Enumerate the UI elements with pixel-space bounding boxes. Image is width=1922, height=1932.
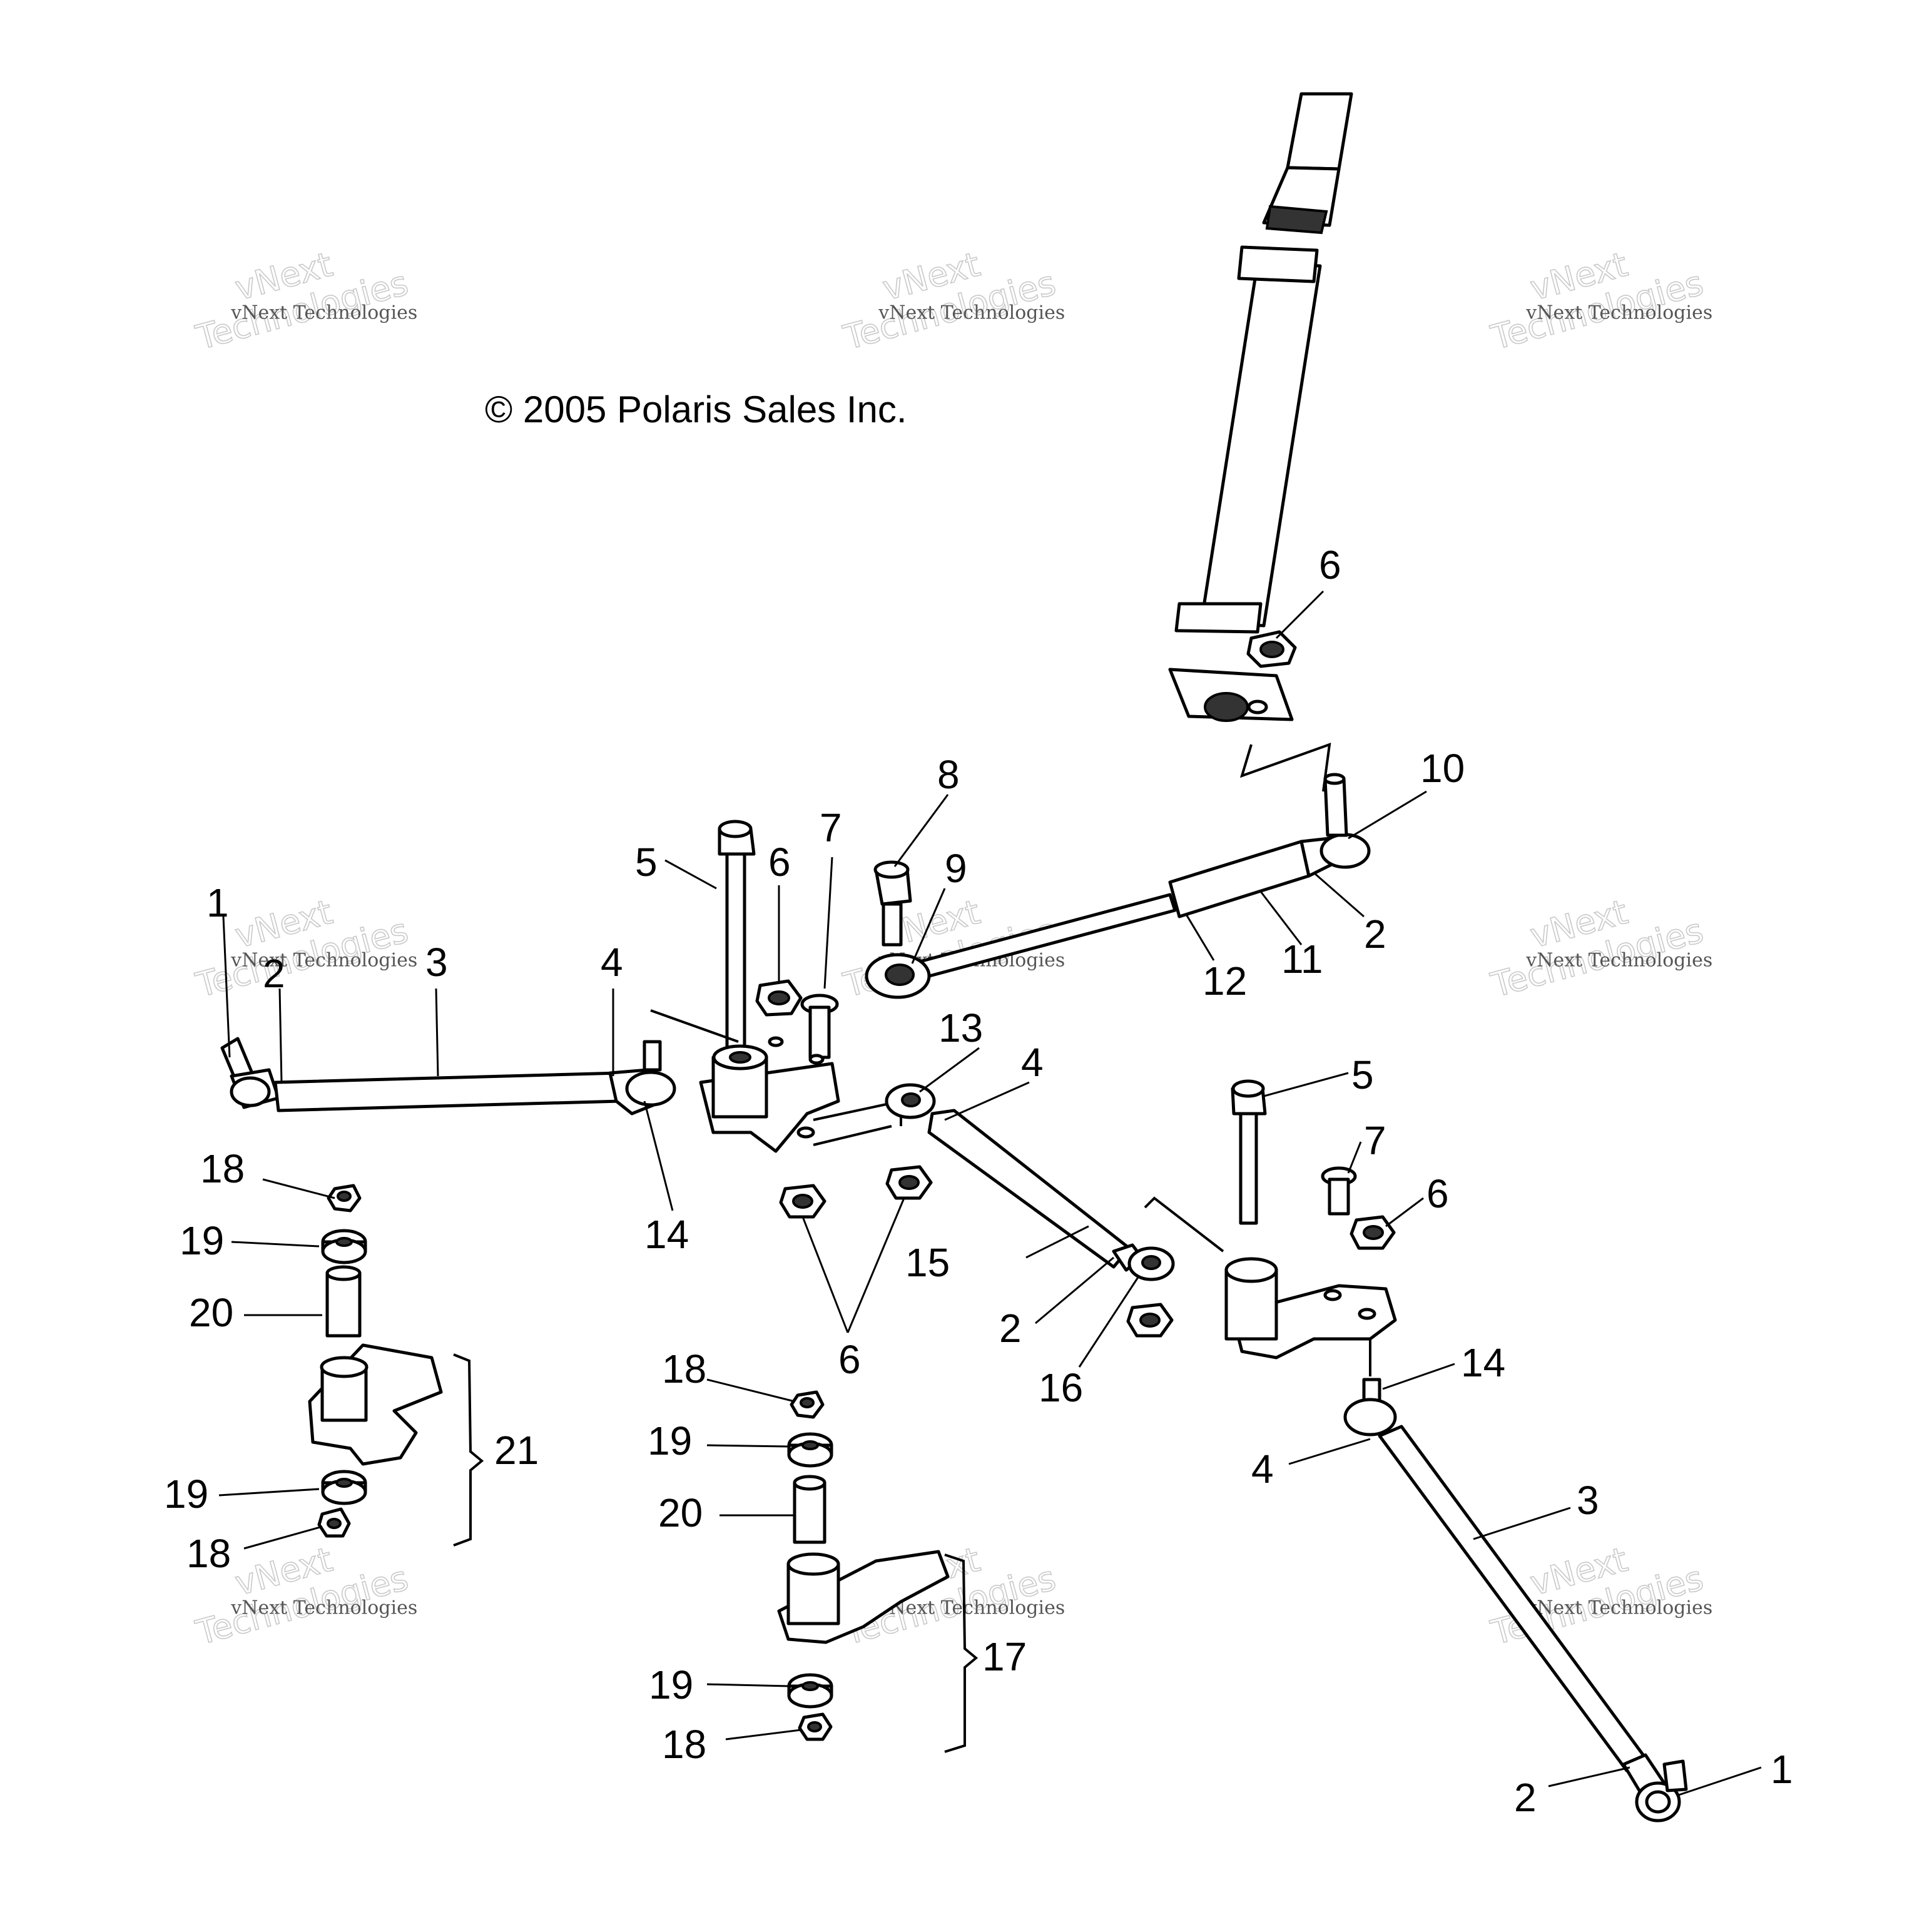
leader-lines (218, 590, 1762, 1797)
svg-text:vNext Technologies: vNext Technologies (230, 949, 417, 971)
callout-4-mid: 4 (1021, 1040, 1044, 1085)
nut-6-under-rod (885, 1165, 933, 1200)
callout-14-left: 14 (644, 1212, 689, 1257)
callout-2-right: 2 (1514, 1775, 1537, 1820)
left-tie-rod (220, 1037, 676, 1116)
callout-3-right: 3 (1577, 1478, 1599, 1523)
callout-16: 16 (1039, 1365, 1083, 1410)
watermark-top-left: vNext Technologies vNext Technologies (191, 244, 418, 358)
nut-6-right (1350, 1215, 1396, 1250)
right-tie-rod (1343, 1378, 1688, 1823)
callout-15: 15 (905, 1240, 950, 1285)
bolt-7-upper (800, 994, 839, 1059)
left-idler-stack (308, 1184, 443, 1538)
callout-2-upper-right: 2 (1364, 912, 1386, 957)
svg-text:vNext Technologies: vNext Technologies (1525, 302, 1712, 323)
pitman-arm-right (1144, 1196, 1397, 1376)
callout-19-left-top: 19 (180, 1218, 224, 1263)
steering-column (1168, 92, 1353, 792)
callout-1-left: 1 (206, 880, 229, 925)
callout-19-left-bottom: 19 (164, 1472, 208, 1517)
svg-text:vNext Technologies: vNext Technologies (878, 1597, 1065, 1619)
watermark-mid-right: vNext Technologies vNext Technologies (1487, 892, 1713, 1005)
svg-text:vNext Technologies: vNext Technologies (1525, 949, 1712, 971)
callout-labels: 1 2 3 4 5 6 7 8 9 6 10 2 11 12 13 4 14 1… (164, 542, 1793, 1820)
bolt-5-upper (718, 820, 756, 1053)
callout-6-upper: 6 (768, 840, 791, 885)
callout-1-right: 1 (1771, 1747, 1793, 1792)
middle-idler-stack (777, 1390, 950, 1741)
svg-text:vNext Technologies: vNext Technologies (1525, 1597, 1712, 1619)
callout-10: 10 (1420, 746, 1465, 791)
callout-2-mid: 2 (999, 1306, 1022, 1351)
callout-20-mid: 20 (658, 1490, 703, 1535)
callout-21: 21 (494, 1428, 539, 1473)
callout-7-upper: 7 (820, 805, 842, 850)
callout-6-right: 6 (1426, 1171, 1449, 1216)
callout-8: 8 (937, 752, 960, 797)
center-drag-link (885, 1083, 1175, 1281)
watermark-top-right: vNext Technologies vNext Technologies (1487, 244, 1713, 358)
callout-3-left: 3 (425, 940, 448, 985)
callout-17: 17 (982, 1634, 1027, 1679)
callout-13: 13 (938, 1005, 983, 1050)
callout-6-top: 6 (1319, 542, 1341, 587)
callout-18-left-bottom: 18 (186, 1531, 231, 1576)
callout-6-mid: 6 (838, 1337, 861, 1382)
callout-14-right: 14 (1461, 1340, 1505, 1385)
callout-20-left: 20 (189, 1290, 233, 1335)
callout-12: 12 (1203, 958, 1247, 1004)
bolt-5-right (1231, 1079, 1267, 1225)
bolt-8 (873, 860, 912, 947)
callout-7-right: 7 (1364, 1118, 1386, 1163)
upper-tie-rod (865, 773, 1371, 999)
nut-6-under-upper (779, 1184, 826, 1219)
callout-4-right: 4 (1251, 1446, 1274, 1492)
svg-text:vNext Technologies: vNext Technologies (230, 1597, 417, 1619)
callout-11: 11 (1281, 937, 1323, 982)
pitman-arm-upper (650, 1009, 902, 1153)
callout-18-left-top: 18 (200, 1146, 245, 1191)
copyright-text: © 2005 Polaris Sales Inc. (485, 389, 907, 430)
svg-text:vNext Technologies: vNext Technologies (230, 302, 417, 323)
svg-text:vNext Technologies: vNext Technologies (878, 302, 1065, 323)
bolt-7-right (1321, 1166, 1357, 1216)
callout-19-mid-top: 19 (648, 1418, 692, 1463)
watermark-top-center: vNext Technologies vNext Technologies (839, 244, 1065, 358)
callout-19-mid-bottom: 19 (649, 1662, 693, 1707)
watermark-mid-center: vNext Technologies vNext Technologies (839, 892, 1065, 1005)
nut-column (1246, 630, 1297, 668)
callout-2-left: 2 (263, 951, 285, 996)
callout-4-left: 4 (601, 940, 623, 985)
callout-18-mid-top: 18 (662, 1346, 706, 1391)
callout-5-upper: 5 (635, 840, 658, 885)
callout-18-mid-bottom: 18 (662, 1722, 706, 1767)
callout-5-right: 5 (1351, 1052, 1374, 1097)
nut-16-lower (1126, 1303, 1174, 1338)
nut-6-upper (755, 979, 803, 1017)
callout-9: 9 (945, 846, 967, 891)
